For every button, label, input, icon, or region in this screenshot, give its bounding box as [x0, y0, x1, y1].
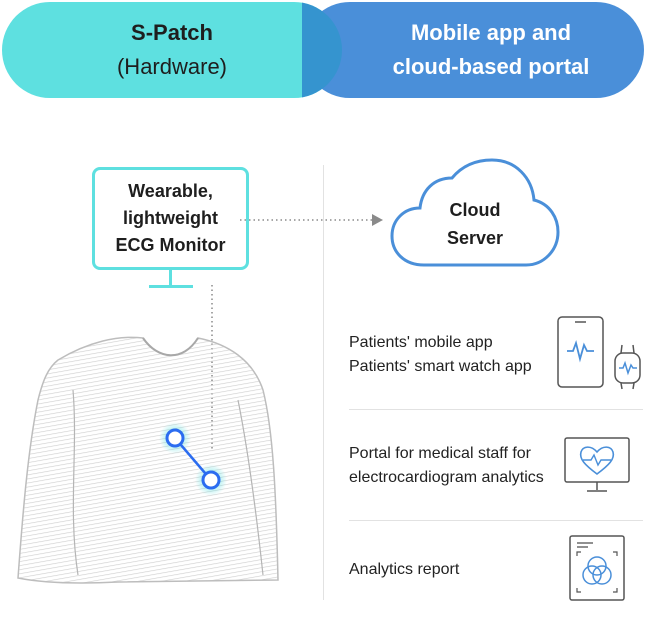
cloud-icon [390, 158, 560, 267]
s-patch-pill: S-Patch (Hardware) [2, 2, 342, 98]
service-portal-line2: electrocardiogram analytics [349, 469, 544, 486]
monitor-line3: ECG Monitor [115, 235, 226, 255]
cloud-line1: Cloud [449, 200, 501, 220]
phone-watch-ecg-icon [557, 316, 641, 390]
ecg-monitor-box: Wearable, lightweight ECG Monitor [92, 167, 249, 270]
service-mobile-line1: Patients' mobile app [349, 334, 493, 351]
monitor-heart-icon [564, 437, 630, 492]
s-patch-title: S-Patch [131, 20, 213, 45]
monitor-line1: Wearable, [128, 181, 213, 201]
mobile-cloud-pill: Mobile app and cloud-based portal [302, 2, 644, 98]
monitor-base [149, 285, 193, 288]
cloud-line2: Server [446, 228, 504, 248]
mobile-cloud-title-line1: Mobile app and [410, 20, 572, 45]
service-report-line1: Analytics report [349, 561, 460, 578]
service-portal-line1: Portal for medical staff for [349, 445, 531, 462]
service-row-mobile: Patients' mobile app Patients' smart wat… [349, 331, 532, 379]
patient-torso-illustration [17, 336, 279, 584]
monitor-line2: lightweight [123, 208, 218, 228]
service-row-report: Analytics report [349, 558, 459, 582]
service-row-portal: Portal for medical staff for electrocard… [349, 442, 544, 490]
pill-overlap [302, 2, 342, 98]
service-mobile-line2: Patients' smart watch app [349, 358, 532, 375]
report-icon [569, 535, 625, 601]
column-divider [323, 165, 324, 600]
row-divider-1 [349, 409, 643, 410]
cloud-server-label: Cloud Server [420, 196, 530, 252]
s-patch-subtitle: (Hardware) [116, 54, 228, 79]
monitor-neck [169, 270, 172, 286]
row-divider-2 [349, 520, 643, 521]
mobile-cloud-title-line2: cloud-based portal [392, 54, 590, 79]
